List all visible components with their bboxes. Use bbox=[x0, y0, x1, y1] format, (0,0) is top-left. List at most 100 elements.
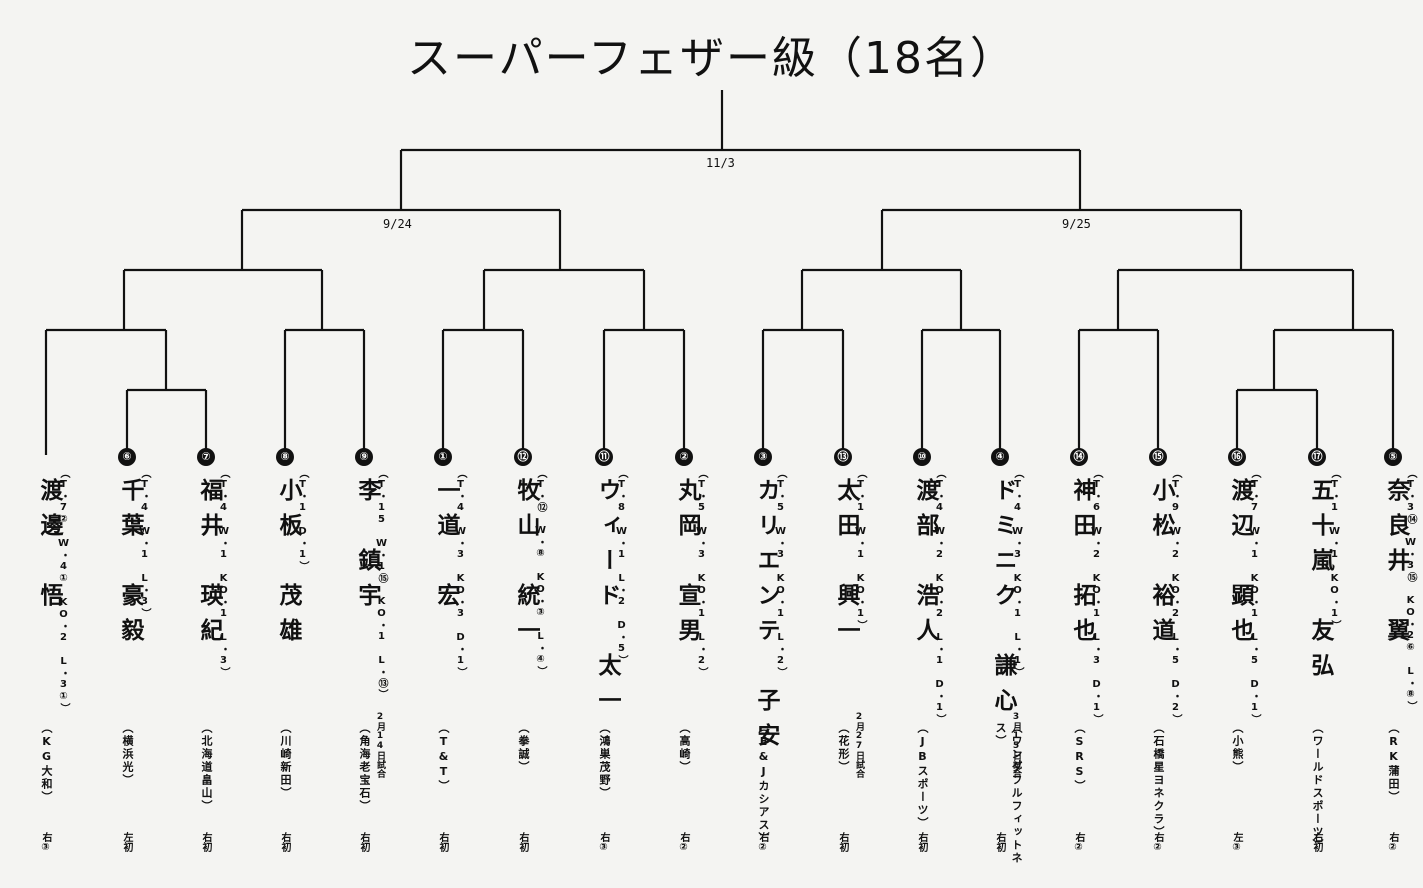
seed-badge: ④ bbox=[991, 448, 1009, 466]
player-name: ドミニク 謙心 bbox=[990, 478, 1016, 723]
player-stance: 右初 bbox=[1311, 832, 1322, 852]
player-record: （T・4 W・3 KO・1 L・1） bbox=[1012, 468, 1023, 678]
player-name: 丸岡 宣男 bbox=[674, 478, 700, 653]
player-gym: （花形） bbox=[837, 722, 850, 774]
player-name: 福井 瑛紀 bbox=[196, 478, 222, 653]
player-stance: 左③ bbox=[1231, 832, 1242, 853]
player-gym: （鴻巣茂野） bbox=[598, 722, 611, 800]
seed-badge: ⑫ bbox=[514, 448, 532, 466]
player-record: （T・4 W・2 KO・2 L・1 D・1） bbox=[934, 468, 945, 725]
player-name: 奈良井 翼 bbox=[1383, 478, 1409, 653]
player-record: （T・15 W・1⑮ KO・1 L・⑬） bbox=[376, 468, 387, 700]
player-record: （T・3⑭ W・3⑮ KO・2⑥ L・⑧） bbox=[1405, 468, 1416, 712]
player-gym: （拳誠） bbox=[517, 722, 530, 774]
player-card: ⑩ 渡部 浩人（T・4 W・2 KO・2 L・1 D・1） （JBスポーツ） 右初 bbox=[912, 448, 982, 880]
player-gym: （川崎新田） bbox=[279, 722, 292, 800]
player-record: （T・8 W・1 L・2 D・5） bbox=[616, 468, 627, 666]
player-stance: 右② bbox=[757, 832, 768, 853]
seed-badge: ⑧ bbox=[276, 448, 294, 466]
seed-badge: ⑭ bbox=[1070, 448, 1088, 466]
player-record: （T・5 W・3 KO・1 L・2） bbox=[775, 468, 786, 678]
player-record: （T・1 W・1 KO・1） bbox=[855, 468, 866, 631]
seed-badge: ⑩ bbox=[913, 448, 931, 466]
player-record: （T・7② W・4① KO・2 L・3①） bbox=[58, 468, 69, 714]
player-stance: 右② bbox=[678, 832, 689, 853]
player-gym: （E&Jカシアス） bbox=[757, 722, 770, 845]
left-semi-date: 9/24 bbox=[383, 217, 412, 231]
match-note: 3月15日試合 bbox=[1011, 712, 1021, 778]
player-name: 小板 茂雄 bbox=[275, 478, 301, 653]
page-title: スーパーフェザー級（18名） bbox=[407, 33, 1016, 84]
seed-badge: ③ bbox=[754, 448, 772, 466]
player-record: （T・9 W・2 KO・2 L・5 D・2） bbox=[1170, 468, 1181, 725]
player-gym: （JBスポーツ） bbox=[916, 722, 929, 830]
player-gym: （ワンダフルフィットネス） bbox=[994, 722, 1023, 865]
player-record: （T・6 W・2 KO・1 L・3 D・1） bbox=[1091, 468, 1102, 725]
player-gym: （角海老宝石） bbox=[358, 722, 371, 813]
player-gym: （ワールドスポーツ） bbox=[1311, 722, 1324, 852]
seed-badge: ⑨ bbox=[355, 448, 373, 466]
seed-badge: ⑪ bbox=[595, 448, 613, 466]
final-date: 11/3 bbox=[706, 156, 735, 170]
player-name: カリエンテ 子安 bbox=[753, 478, 779, 758]
right-semi-date: 9/25 bbox=[1062, 217, 1091, 231]
seed-badge: ⑬ bbox=[834, 448, 852, 466]
seed-badge: ⑮ bbox=[1149, 448, 1167, 466]
player-stance: 右初 bbox=[837, 832, 848, 852]
player-stance: 右初 bbox=[994, 832, 1005, 852]
player-card: ③ カリエンテ 子安（T・5 W・3 KO・1 L・2） （E&Jカシアス）右② bbox=[753, 448, 823, 880]
seed-badge: ② bbox=[675, 448, 693, 466]
seed-badge: ⑰ bbox=[1308, 448, 1326, 466]
player-card: ⑤ 奈良井 翼（T・3⑭ W・3⑮ KO・2⑥ L・⑧） （RK蒲田） 右② bbox=[1383, 448, 1423, 880]
player-name: 李 鎮宇 bbox=[354, 478, 380, 618]
player-gym: （RK蒲田） bbox=[1387, 722, 1400, 804]
player-stance: 右② bbox=[1073, 832, 1084, 853]
player-name: 渡辺 顕也 bbox=[1227, 478, 1253, 653]
player-gym: （KG大和） bbox=[40, 722, 53, 804]
player-gym: （小熊） bbox=[1231, 722, 1244, 774]
player-stance: 右初 bbox=[517, 832, 528, 852]
player-stance: 右初 bbox=[358, 832, 369, 852]
player-record: （T・1 D・1） bbox=[297, 468, 308, 572]
player-gym: （T&T） bbox=[437, 722, 450, 793]
player-stance: 右初 bbox=[437, 832, 448, 852]
player-name: 小松 裕道 bbox=[1148, 478, 1174, 653]
player-name: 渡部 浩人 bbox=[912, 478, 938, 653]
player-name: 牧山 統一 bbox=[513, 478, 539, 653]
player-stance: 右初 bbox=[200, 832, 211, 852]
player-record: （T・4 W・1 L・3） bbox=[139, 468, 150, 619]
player-name: 千葉 豪毅 bbox=[117, 478, 143, 653]
player-gym: （横浜光） bbox=[121, 722, 134, 787]
player-card: ④ ドミニク 謙心（T・4 W・3 KO・1 L・1） （ワンダフルフィットネス）3… bbox=[990, 448, 1060, 880]
player-gym: （北海道畠山） bbox=[200, 722, 213, 813]
player-card: 渡邊 悟（T・7② W・4① KO・2 L・3①） （KG大和） 右③ bbox=[36, 450, 106, 880]
player-name: 太田 興一 bbox=[833, 478, 859, 653]
player-record: （T・⑫ W・⑧ KO・③ L・④） bbox=[535, 468, 546, 677]
player-name: 五十嵐 友弘 bbox=[1307, 478, 1333, 688]
player-stance: 右③ bbox=[40, 832, 51, 853]
seed-badge: ⑦ bbox=[197, 448, 215, 466]
player-stance: 右③ bbox=[598, 832, 609, 853]
seed-badge: ⑤ bbox=[1384, 448, 1402, 466]
player-record: （T・4 W・1 KO・1 L・3） bbox=[218, 468, 229, 678]
player-name: 神田 拓也 bbox=[1069, 478, 1095, 653]
match-note: 2月27日試合 bbox=[854, 712, 864, 778]
player-name: 渡邊 悟 bbox=[36, 478, 62, 618]
player-record: （T・5 W・3 KO・1 L・2） bbox=[696, 468, 707, 678]
player-card: ⑦ 福井 瑛紀（T・4 W・1 KO・1 L・3） （北海道畠山） 右初 bbox=[196, 448, 266, 880]
player-stance: 右② bbox=[1152, 832, 1163, 853]
player-card: ⑬ 太田 興一（T・1 W・1 KO・1） （花形） 2月27日試合右初 bbox=[833, 448, 903, 880]
player-stance: 右② bbox=[1387, 832, 1398, 853]
player-card: ⑫ 牧山 統一（T・⑫ W・⑧ KO・③ L・④） （拳誠） 右初 bbox=[513, 448, 583, 880]
player-stance: 右初 bbox=[916, 832, 927, 852]
player-gym: （高崎） bbox=[678, 722, 691, 774]
